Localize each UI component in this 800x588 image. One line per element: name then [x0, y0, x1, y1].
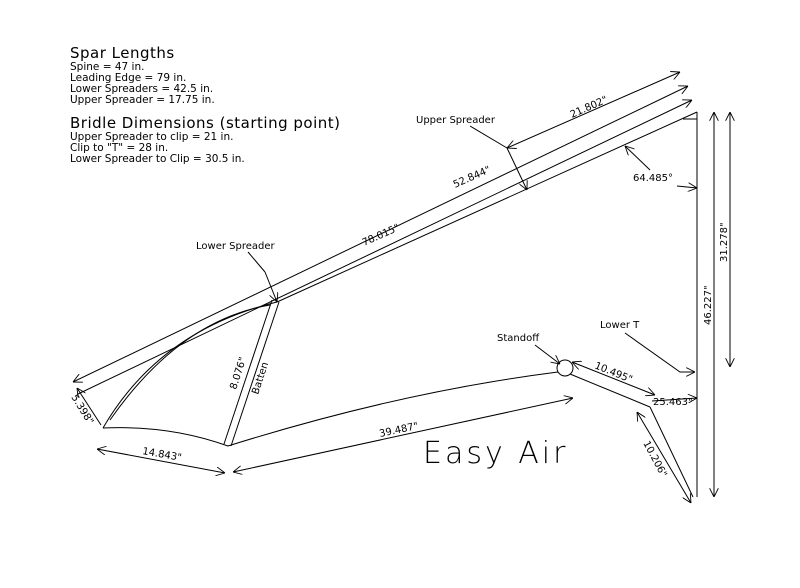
- standoff-circle: [556, 359, 574, 377]
- sail-curve-inner: [109, 304, 271, 421]
- upper-spreader-leader: [469, 125, 508, 149]
- upper-spreader-label: Upper Spreader: [416, 115, 496, 126]
- standoff-label: Standoff: [497, 333, 540, 344]
- dim-line-14843: [97, 449, 225, 473]
- angle-leader: [625, 146, 651, 171]
- spar-item: Leading Edge = 79 in.: [70, 72, 187, 84]
- trailing-edge-lower: [569, 373, 651, 408]
- dim-31278: 31.278": [719, 222, 730, 262]
- trailing-edge: [102, 371, 559, 447]
- dim-46227: 46.227": [703, 285, 714, 325]
- dim-21802: 21.802": [569, 95, 610, 121]
- sail-curve: [102, 301, 278, 429]
- spar-lengths-title: Spar Lengths: [70, 44, 175, 62]
- batten-line: [223, 299, 273, 445]
- dim-line-10206: [637, 412, 691, 503]
- dim-line-10495: [572, 362, 655, 395]
- lower-spreader-leader: [247, 251, 266, 273]
- dim-line-25463: [651, 398, 697, 401]
- lower-spreader-dim: [264, 271, 277, 302]
- dim-8076: 8.076": [228, 356, 249, 391]
- dim-10206: 10.206": [640, 439, 668, 479]
- dim-line-78015: [73, 86, 688, 382]
- dim-line-5398: [77, 388, 102, 426]
- inner-spar-line: [276, 111, 698, 303]
- dim-10495: 10.495": [593, 361, 634, 386]
- lower-t-leader: [624, 332, 695, 372]
- lower-spreader-label: Lower Spreader: [196, 241, 276, 252]
- upper-spreader-dim: [506, 147, 527, 190]
- dim-25463: 25.463": [653, 397, 693, 408]
- dim-line-39487: [233, 398, 573, 472]
- standoff-leader: [534, 344, 560, 364]
- kite-title: Easy Air: [423, 436, 568, 471]
- dim-78015: 78.015": [361, 223, 402, 249]
- dim-52844: 52.844": [452, 165, 493, 191]
- leading-edge-line: [77, 100, 692, 395]
- angle-leader: [676, 186, 697, 188]
- spar-item: Spine = 47 in.: [70, 61, 145, 73]
- dim-39487: 39.487": [378, 421, 419, 440]
- lower-t-label: Lower T: [600, 320, 640, 331]
- dim-angle: 64.485°: [633, 173, 673, 184]
